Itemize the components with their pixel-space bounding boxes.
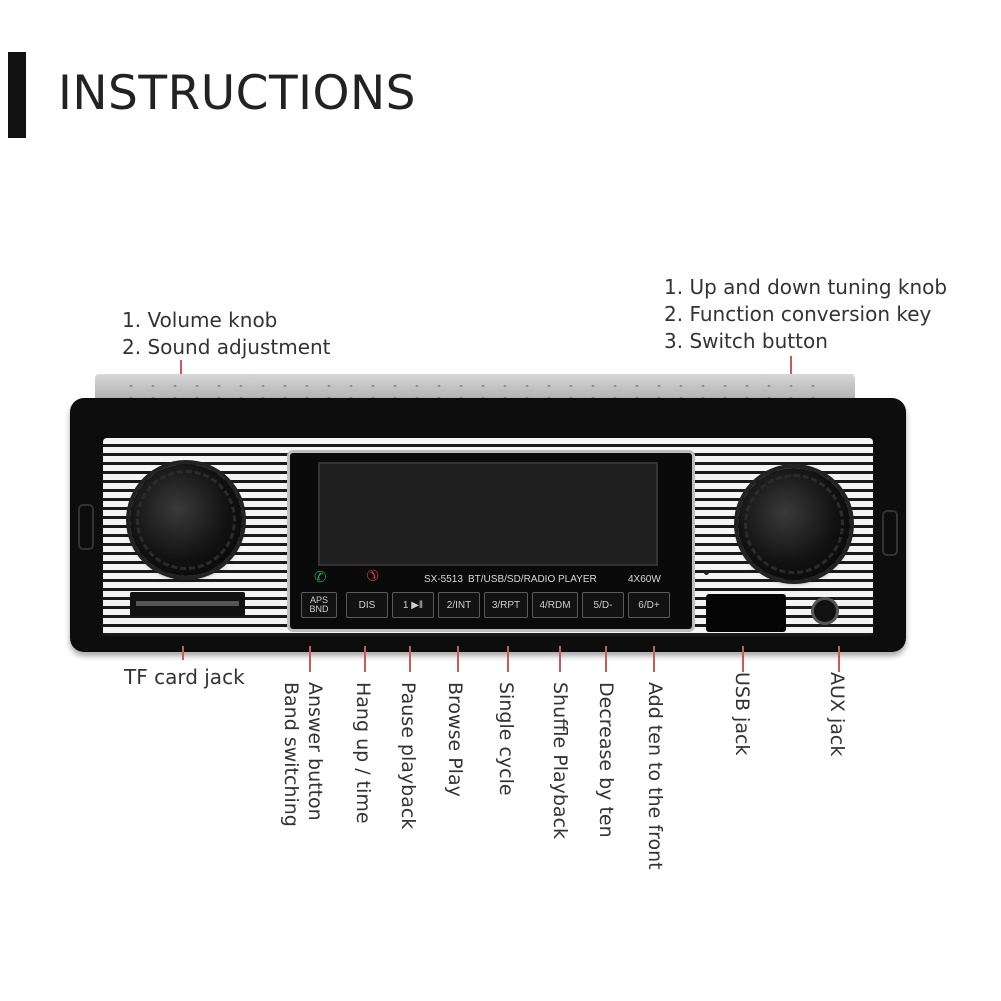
lcd-screen — [318, 462, 658, 566]
d-minus-button[interactable]: 5/D- — [582, 592, 624, 618]
answer-call-icon: ✆ — [314, 568, 327, 586]
usb-port[interactable] — [706, 594, 786, 632]
note-sound-adjustment: 2. Sound adjustment — [122, 335, 331, 359]
label-single-cycle: Single cycle — [495, 682, 517, 796]
note-volume-knob: 1. Volume knob — [122, 308, 278, 332]
d-plus-button[interactable]: 6/D+ — [628, 592, 670, 618]
aps-label: APS — [309, 595, 328, 605]
page-title: INSTRUCTIONS — [58, 66, 416, 121]
label-hang-up: Hang up / time — [352, 682, 374, 824]
pointer-hangup — [364, 646, 366, 672]
label-band-switching: Band switching — [280, 682, 302, 827]
model-number: SX-5513 — [424, 574, 463, 585]
label-add-ten: Add ten to the front — [644, 682, 666, 870]
pointer-answer — [309, 646, 311, 672]
label-aux-jack: AUX jack — [826, 672, 848, 757]
note-function-key: 2. Function conversion key — [664, 302, 932, 326]
title-accent-bar — [8, 52, 26, 138]
label-answer-button: Answer button — [304, 682, 326, 821]
pointer-decrease — [605, 646, 607, 672]
pointer-right-knob — [790, 356, 792, 380]
pointer-pause — [409, 646, 411, 672]
note-switch-button: 3. Switch button — [664, 329, 828, 353]
tf-card-slot[interactable] — [130, 592, 245, 616]
rdm-button[interactable]: 4/RDM — [532, 592, 578, 618]
pointer-tf — [182, 646, 184, 660]
player-description: BT/USB/SD/RADIO PLAYER — [468, 574, 597, 585]
pointer-usb — [742, 646, 744, 672]
label-usb-jack: USB jack — [731, 672, 753, 756]
label-tf-card-jack: TF card jack — [124, 665, 245, 689]
tuning-knob[interactable] — [738, 468, 850, 580]
pointer-single — [507, 646, 509, 672]
pointer-add — [653, 646, 655, 672]
aps-bnd-button[interactable]: APS BND — [301, 592, 337, 618]
pointer-browse — [457, 646, 459, 672]
note-tuning-knob: 1. Up and down tuning knob — [664, 275, 948, 299]
label-decrease-by-ten: Decrease by ten — [595, 682, 617, 838]
label-shuffle-playback: Shuffle Playback — [549, 682, 571, 840]
bnd-label: BND — [309, 604, 329, 614]
aux-port[interactable] — [814, 600, 836, 622]
label-pause-playback: Pause playback — [397, 682, 419, 830]
volume-knob[interactable] — [130, 464, 242, 576]
pointer-aux — [838, 646, 840, 672]
right-notes: 1. Up and down tuning knob 2. Function c… — [664, 274, 947, 355]
left-notes: 1. Volume knob 2. Sound adjustment — [122, 307, 331, 361]
right-release-clip — [882, 510, 898, 556]
rpt-button[interactable]: 3/RPT — [484, 592, 528, 618]
dis-button[interactable]: DIS — [346, 592, 388, 618]
pointer-left-knob — [180, 360, 182, 382]
power-rating: 4X60W — [628, 574, 661, 585]
left-release-clip — [78, 504, 94, 550]
label-browse-play: Browse Play — [444, 682, 466, 797]
pause-button[interactable]: 1 ▶‖ — [392, 592, 434, 618]
int-button[interactable]: 2/INT — [438, 592, 480, 618]
indicator-light — [704, 570, 709, 575]
pointer-shuffle — [559, 646, 561, 672]
